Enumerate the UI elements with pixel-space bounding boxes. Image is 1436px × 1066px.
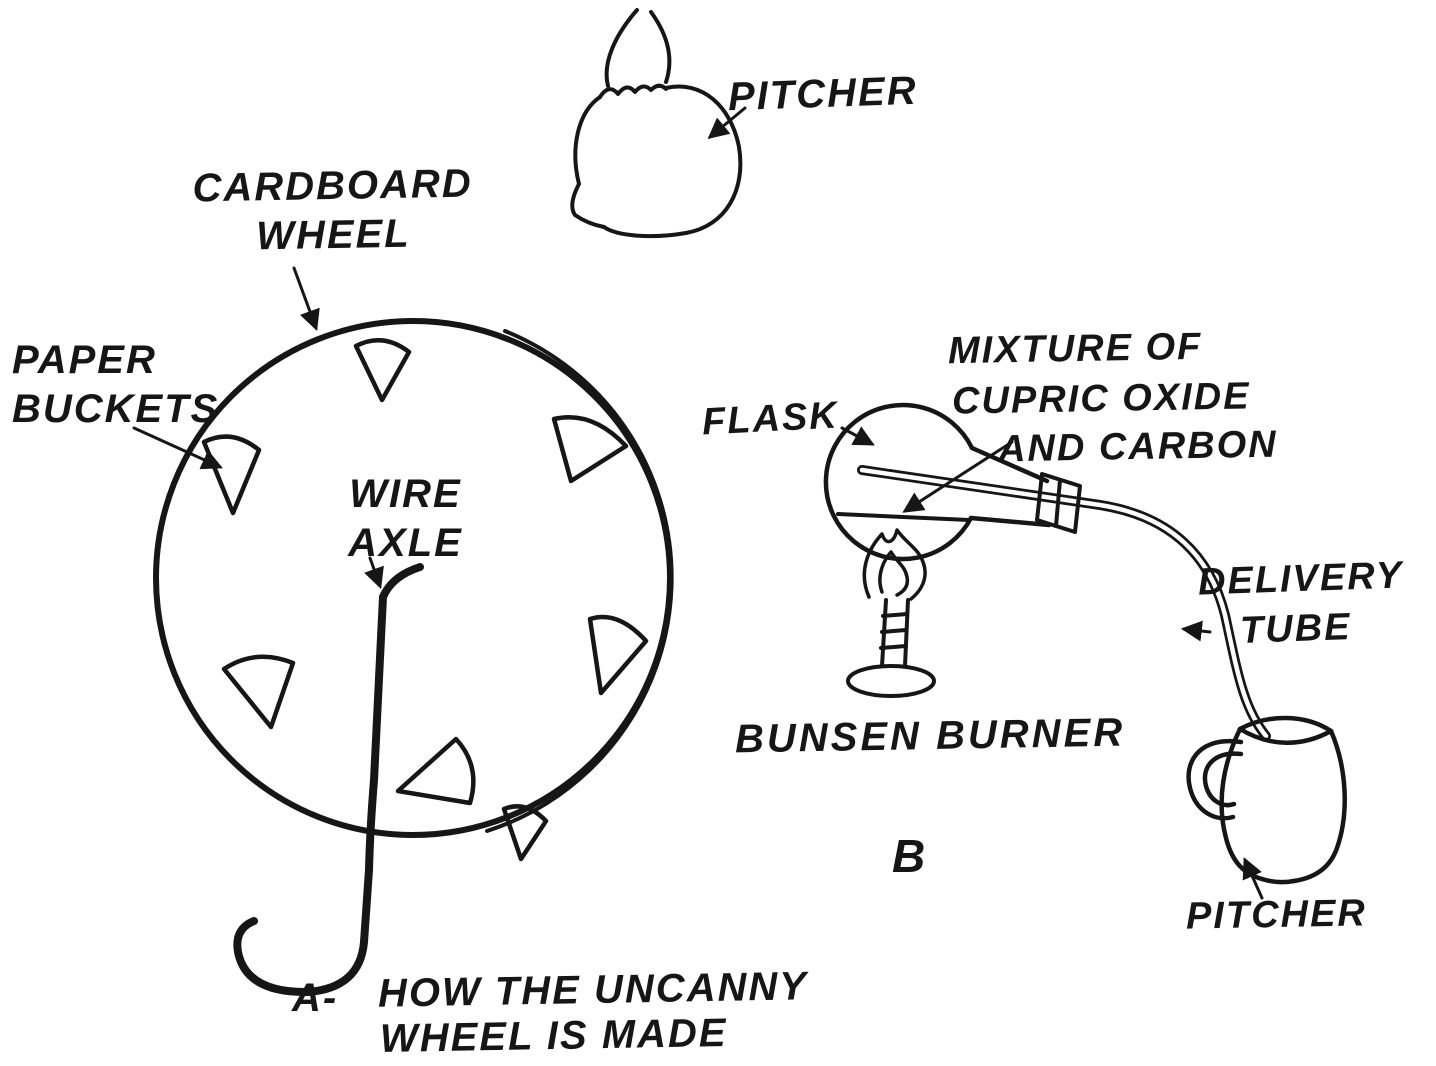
arrow-wire-axle [364,556,384,589]
label-flask: FLASK [700,394,840,444]
burner-base [846,664,936,698]
pitcher-bottom-base [1259,876,1297,885]
paper-bucket-cone-1 [353,338,412,403]
stopper-drawing [1035,472,1082,534]
wheel-rim-edge [485,329,674,833]
label-section-b-marker: B [892,830,928,882]
mixture-level-line [836,512,971,522]
label-cardboard-wheel: CARDBOARD WHEEL [167,159,499,262]
paper-bucket-cone-6 [395,736,476,806]
paper-buckets-drawing [201,338,649,862]
flame-drawing [862,528,927,601]
arrow-paper-buckets [132,426,223,470]
flame-outer [862,528,927,601]
label-delivery-tube-line1: DELIVERY [1197,554,1405,604]
burner-stripe-3 [879,644,908,650]
pitcher-top-body [602,84,743,239]
pitcher-bottom-rim-back [1237,715,1334,734]
pitcher-sketch-bottom [1186,715,1347,885]
stopper-outline [1035,472,1082,534]
label-mixture-line2: CUPRIC OXIDE [951,375,1251,423]
paper-bucket-cone-2 [551,414,629,484]
label-paper-buckets: PAPER BUCKETS [12,336,219,434]
flask-body [823,402,975,562]
burner-barrel-right [903,598,910,668]
label-cardboard-wheel-line2: WHEEL [255,211,412,259]
arrow-delivery-tube [1180,620,1212,642]
arrow-pitcher-top [707,106,747,140]
delivery-tube-drawing [857,465,1271,741]
wire-axle-drawing [233,563,424,997]
arrow-pitcher-bottom [1242,857,1264,900]
wheel-disc [153,318,673,838]
label-delivery-tube-line2: TUBE [1239,606,1353,652]
flask-neck-bottom [968,515,1052,528]
label-cardboard-wheel-line1: CARDBOARD [192,161,474,211]
flame-inner [878,550,910,597]
pitcher-sketch-top [570,8,743,239]
paper-bucket-cone-7 [501,804,549,862]
label-wire-axle: WIRE AXLE [338,470,473,568]
cardboard-wheel-drawing [153,318,674,838]
pitcher-top-rim-scallops [598,83,668,99]
paper-bucket-cone-3 [201,434,262,516]
label-paper-buckets-line2: BUCKETS [12,386,220,431]
delivery-tube-bore [859,467,1269,739]
label-wire-axle-line1: WIRE [349,472,462,516]
pitcher-bottom-body-right [1291,728,1347,884]
pitcher-top-handle-left [604,8,639,88]
caption-a-line1: HOW THE UNCANNY [377,964,809,1016]
burner-stripe-2 [880,628,908,634]
label-bunsen-burner: BUNSEN BURNER [734,710,1126,762]
label-paper-buckets-line1: PAPER [12,338,157,382]
label-mixture-line3: AND CARBON [997,423,1278,471]
pitcher-bottom-handle-inner [1202,751,1244,808]
stopper-detail-line [1054,478,1062,528]
label-wire-axle-line2: AXLE [348,520,463,565]
bunsen-burner-drawing [846,598,936,698]
pitcher-top-spout [570,95,606,229]
arrow-mixture [902,440,1014,513]
label-pitcher-bottom: PITCHER [1185,892,1368,938]
arrow-flask [840,426,875,446]
paper-bucket-cone-4 [587,614,649,696]
burner-stripe-1 [881,612,909,618]
leader-arrows [132,106,1264,900]
label-mixture-line1: MIXTURE OF [947,325,1203,373]
paper-bucket-cone-5 [221,654,296,730]
pitcher-bottom-rim-front [1237,726,1334,745]
label-pitcher-top: PITCHER [727,68,919,120]
caption-a-line2: WHEEL IS MADE [379,1010,728,1062]
flask-neck-top [969,445,1050,484]
pitcher-bottom-handle-outer [1186,738,1244,821]
pitcher-top-handle-right [649,10,672,84]
arrow-cardboard-wheel [292,266,320,331]
caption-a-marker: A- [292,976,339,1020]
flask-drawing [823,402,1052,562]
